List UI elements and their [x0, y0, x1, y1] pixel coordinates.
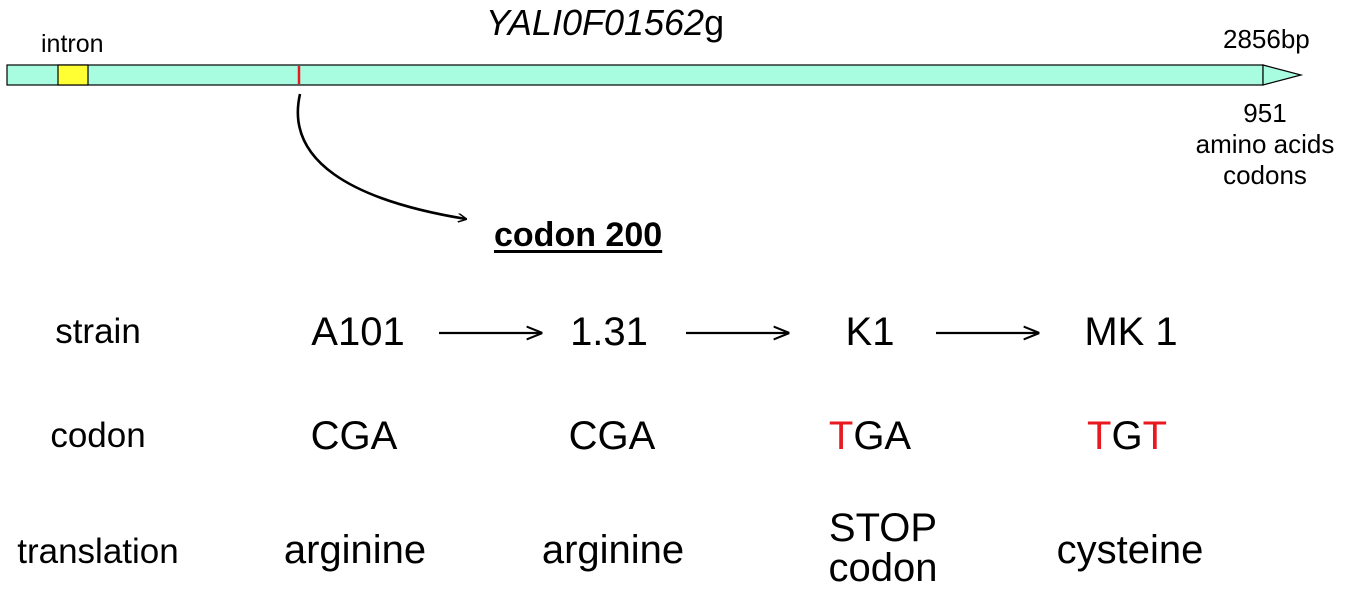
codon-mk1: TGT	[1027, 414, 1227, 459]
translation-k1-line2: codon	[828, 546, 938, 590]
codon-part: G	[1111, 414, 1143, 458]
mutated-base: T	[828, 414, 854, 458]
gene-bar-arrowhead	[1262, 64, 1304, 86]
gene-bar	[6, 64, 1264, 86]
codon-part: CGA	[568, 414, 656, 458]
row-label-strain: strain	[55, 312, 141, 351]
codon-part: GA	[853, 414, 912, 458]
mutated-base: T	[1087, 414, 1112, 458]
intron-label: intron	[41, 30, 104, 58]
strain-a101: A101	[311, 310, 405, 354]
codon-k1: TGA	[770, 414, 970, 459]
translation-k1-line1: STOP	[828, 506, 938, 550]
codon-a101: CGA	[254, 414, 454, 459]
gene-length-label: 2856bp	[1223, 24, 1310, 54]
row-label-codon: codon	[50, 416, 146, 455]
curved-pointer-arrow	[296, 93, 466, 219]
translation-a101: arginine	[283, 528, 427, 572]
strain-k1: K1	[845, 310, 895, 354]
gene-name: YALI0F01562g	[0, 2, 1210, 44]
gene-name-suffix: g	[704, 2, 725, 43]
translation-131: arginine	[541, 528, 685, 572]
mutated-base: T	[1142, 414, 1167, 458]
gene-name-italic: YALI0F01562	[485, 2, 705, 43]
amino-acid-count: 951	[1243, 98, 1287, 128]
codons-label: codons	[1223, 160, 1307, 190]
intron-box	[57, 64, 89, 86]
translation-mk1: cysteine	[1056, 528, 1204, 572]
amino-acids-label: amino acids	[1195, 129, 1335, 159]
codon-part: CGA	[310, 414, 398, 458]
codon-131: CGA	[512, 414, 712, 459]
strain-mk1: MK 1	[1084, 310, 1178, 354]
translation-k1: STOP codon	[783, 508, 983, 588]
codon-position-title: codon 200	[494, 216, 663, 254]
row-label-translation: translation	[17, 532, 179, 571]
strain-131: 1.31	[570, 310, 648, 354]
amino-acid-count-block: 951 amino acids codons	[1175, 98, 1350, 191]
